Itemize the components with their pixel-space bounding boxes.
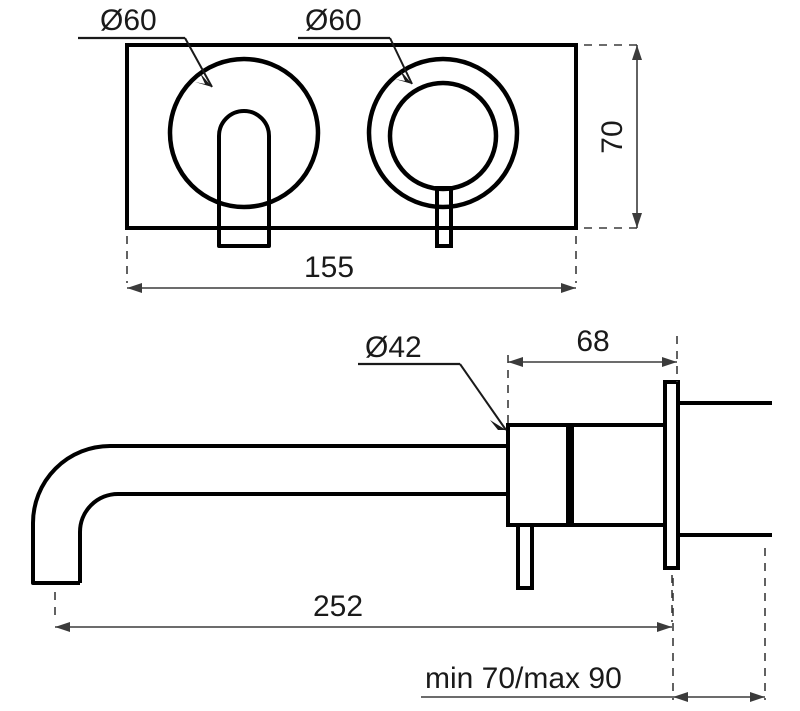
plate-width-label: 155 xyxy=(304,251,354,284)
top-view-group: Ø60 Ø60 155 70 xyxy=(78,4,644,293)
left-diameter-leader-arrow-icon xyxy=(195,73,212,87)
plate-height-label: 70 xyxy=(596,120,629,153)
body-length-arrow-left-icon xyxy=(508,357,523,367)
projection-arrow-right-icon xyxy=(657,622,672,632)
wall-recess-arrow-right-icon xyxy=(750,692,765,702)
wall-escutcheon xyxy=(663,380,680,570)
plate-width-arrow-left-icon xyxy=(127,283,142,293)
plate-height-arrow-top-icon xyxy=(632,45,642,60)
side-view-group: Ø42 68 252 min 70/max 90 xyxy=(31,325,772,702)
escutcheon-plate-outline xyxy=(125,43,578,230)
mixer-body-front-section xyxy=(506,423,570,527)
plate-width-arrow-right-icon xyxy=(561,283,576,293)
spout-outer-profile xyxy=(31,444,508,585)
right-diameter-leader-arrow-icon xyxy=(395,70,412,84)
right-rosette-outer-circle xyxy=(366,56,520,210)
projection-label: 252 xyxy=(313,590,363,623)
wall-recess-arrow-left-icon xyxy=(673,692,688,702)
left-diameter-leader-line xyxy=(184,37,213,88)
wall-recess-label: min 70/max 90 xyxy=(425,662,622,695)
mixer-body-rear-section xyxy=(570,423,667,527)
right-diameter-label: Ø60 xyxy=(305,4,362,37)
body-length-arrow-right-icon xyxy=(662,357,677,367)
right-diameter-leader-line xyxy=(389,37,413,85)
projection-arrow-left-icon xyxy=(55,622,70,632)
right-spout-stem xyxy=(435,186,453,248)
body-diameter-leader-arrow-icon xyxy=(489,420,506,430)
right-rosette-inner-circle xyxy=(387,80,499,192)
body-diameter-label: Ø42 xyxy=(365,331,422,364)
mixer-body-lever xyxy=(516,523,534,590)
body-diameter-leader-line xyxy=(459,363,507,431)
body-length-label: 68 xyxy=(576,325,609,358)
plate-height-arrow-bottom-icon xyxy=(632,213,642,228)
left-handle-rosette-circle xyxy=(167,56,321,210)
left-handle-lever xyxy=(217,109,271,248)
left-diameter-label: Ø60 xyxy=(100,4,157,37)
spout-inner-profile xyxy=(78,492,508,583)
